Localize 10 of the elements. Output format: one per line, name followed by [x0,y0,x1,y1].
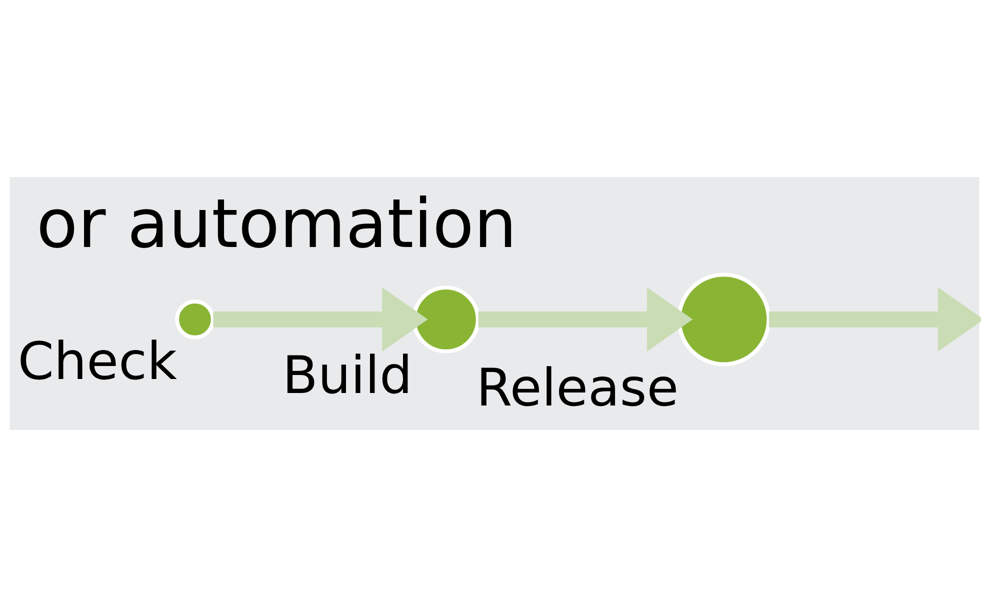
node-circle [175,299,215,339]
node-label: Check [18,331,177,392]
arrow [768,286,981,351]
node-label: Release [476,358,679,418]
arrow [213,286,428,351]
node-circle [412,285,480,353]
arrow [478,286,693,351]
node-label: Build [282,345,412,406]
node-circle [677,272,771,366]
diagram-title: or automation [36,184,517,263]
